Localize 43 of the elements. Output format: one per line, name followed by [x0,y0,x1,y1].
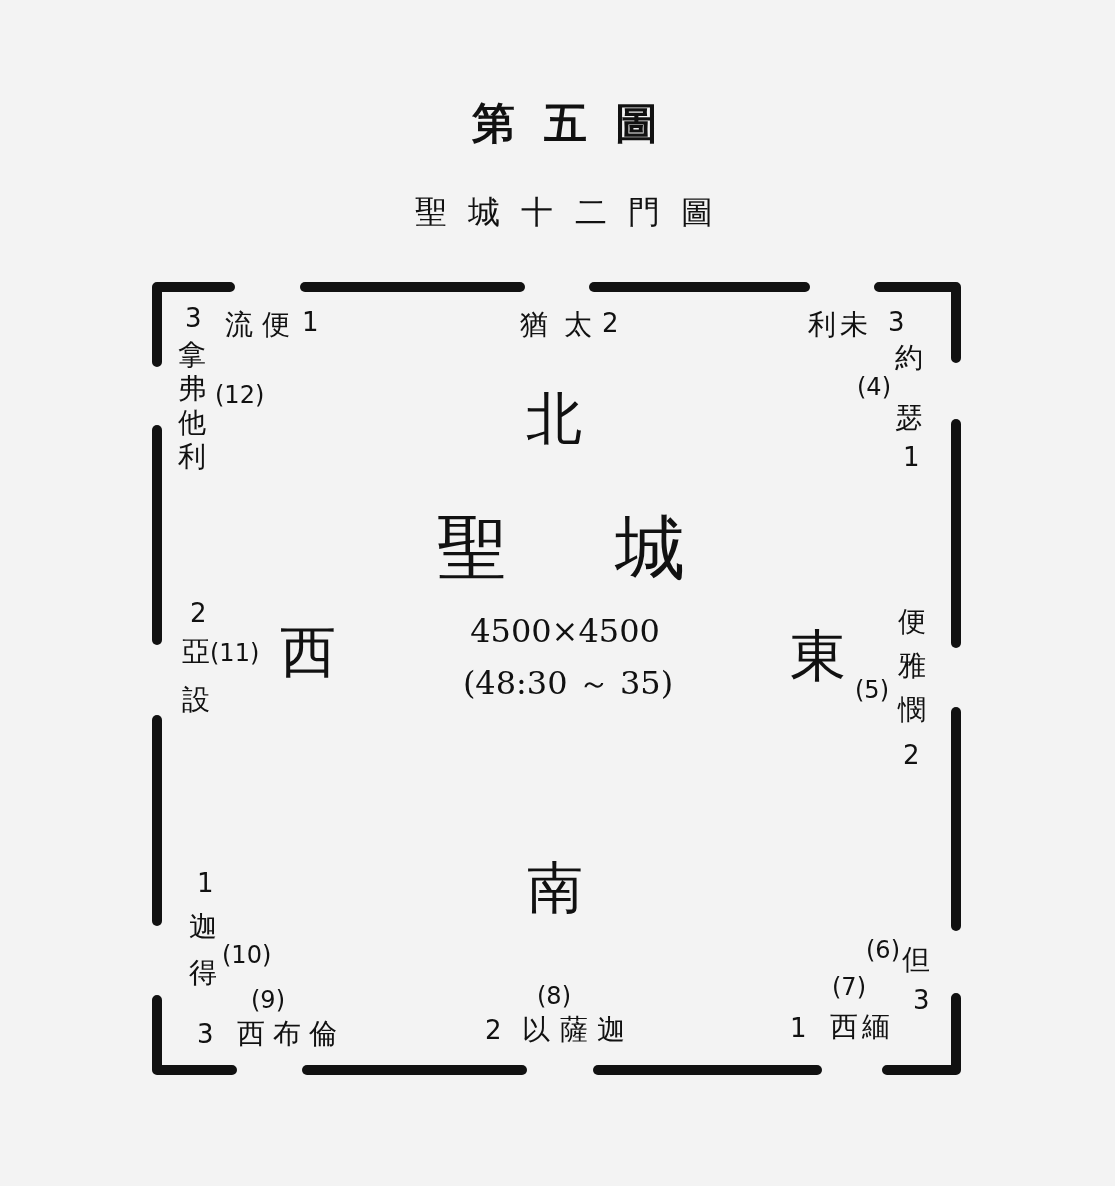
gate-name: 流便 [225,311,290,339]
compass-direction: 東 [790,628,846,684]
gate-name: 便雅憫 [898,604,926,728]
compass-direction: 西 [280,624,336,680]
gate-number: 1 [790,1015,807,1041]
gate-number: 1 [197,870,214,896]
city-wall [152,282,961,1075]
gate-name: 西緬 [830,1013,890,1041]
gate-number: 2 [190,600,207,626]
gate-index: (4) [857,375,891,399]
gate-number: 3 [185,305,202,331]
gate-index: (11) [210,641,260,665]
gate-number: 2 [485,1017,502,1043]
gate-number: 3 [197,1021,214,1047]
gate-index: (8) [537,984,571,1008]
gate-name: 迦得 [189,909,217,991]
subtitle: 聖城十二門圖 [415,196,713,228]
city-name: 聖城 [437,513,685,583]
diagram-title: 第五圖 [472,102,658,145]
gate-number: 3 [888,309,905,335]
dimension-text: 4500×4500 [470,615,660,647]
gate-name: 利未 [808,311,868,339]
gate-number: 1 [302,309,319,335]
gate-number: 3 [913,987,930,1013]
gate-index: (5) [855,678,889,702]
gate-name: 猶太 [520,311,592,339]
gate-index: (6) [866,938,900,962]
compass-direction: 北 [526,391,582,447]
gate-index: (9) [251,988,285,1012]
gate-number: 2 [903,742,920,768]
gate-index: (12) [215,383,265,407]
gate-name: 西布倫 [237,1020,337,1048]
gate-name: 亞設 [182,634,210,718]
gate-name: 拿弗他利 [178,338,206,474]
gate-name: 以薩迦 [522,1016,625,1044]
gate-number: 2 [602,310,619,336]
gate-index: (10) [222,943,272,967]
gate-number: 1 [903,444,920,470]
gate-name: 約瑟 [895,340,923,436]
gate-index: (7) [832,975,866,999]
dimension-note: (48:30 ～ 35) [462,667,674,699]
compass-direction: 南 [527,860,583,916]
gate-name: 但 [902,946,930,974]
